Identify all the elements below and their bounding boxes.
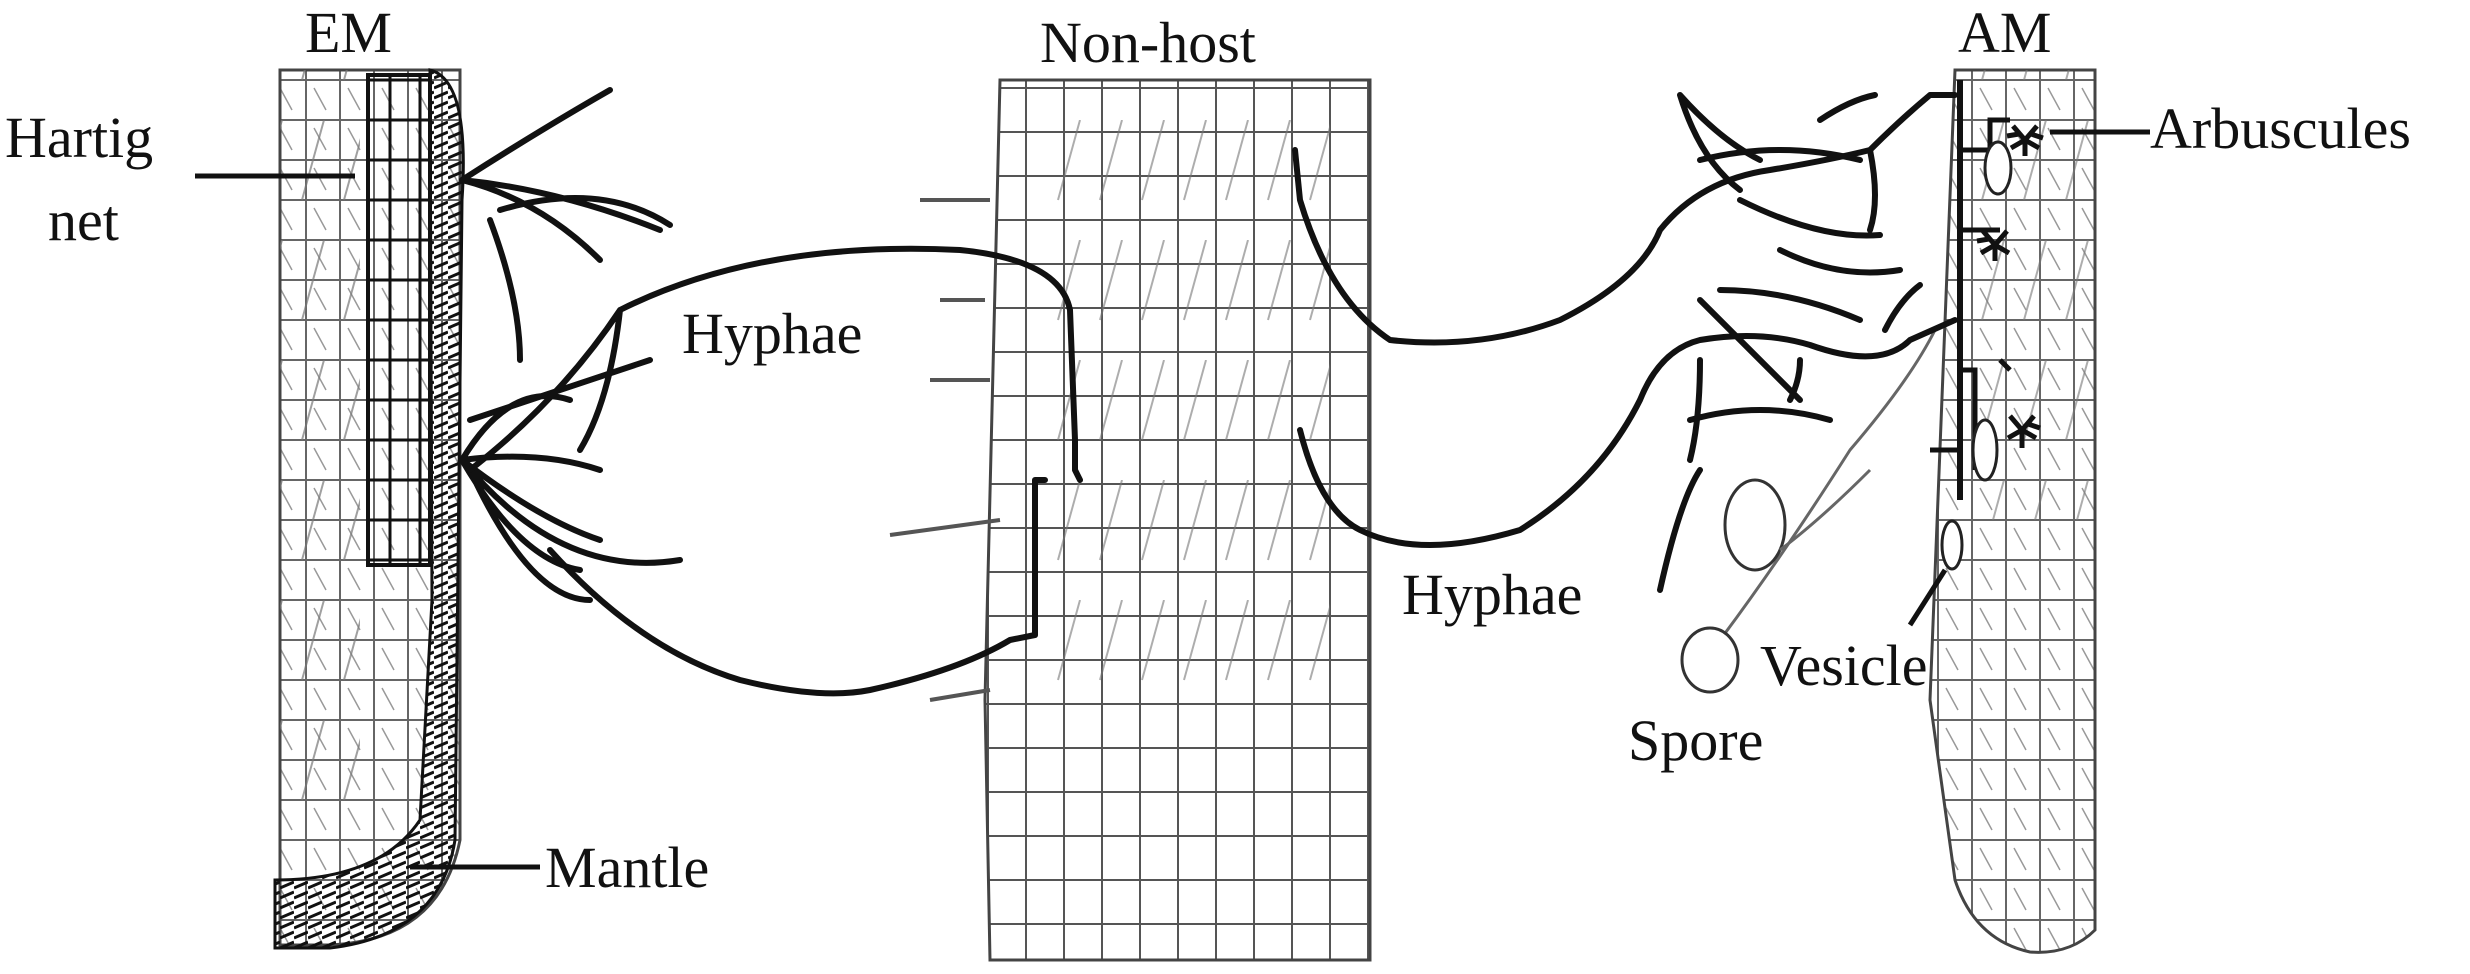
net-label: net xyxy=(48,188,119,253)
em-upper-hyphae xyxy=(459,87,673,363)
non-host-to-am-hypha-lower xyxy=(1297,317,1958,548)
vesicle-label: Vesicle xyxy=(1760,633,1928,698)
vesicle-icon xyxy=(1940,519,1964,571)
spore-label: Spore xyxy=(1628,708,1763,773)
em-root xyxy=(273,68,465,950)
non-host-to-am-hypha-upper xyxy=(1292,92,1958,346)
hyphae-right-label: Hyphae xyxy=(1402,562,1582,627)
am-tangle-hyphae xyxy=(1657,92,1923,593)
non-host-label: Non-host xyxy=(1040,10,1256,75)
hyphae-left-label: Hyphae xyxy=(682,301,862,366)
spore-icon xyxy=(1723,478,1787,572)
hyphae xyxy=(459,87,1958,697)
em-root-streaks xyxy=(280,70,360,840)
mantle-label: Mantle xyxy=(545,835,709,900)
arbuscules-label: Arbuscules xyxy=(2150,96,2411,161)
em-label: EM xyxy=(305,0,392,65)
arbuscule-icon xyxy=(2006,124,2044,156)
vesicle-leader xyxy=(1907,568,1948,627)
non-host-root-streaks xyxy=(1050,80,1330,700)
non-host-root xyxy=(889,78,1372,962)
vesicles xyxy=(1940,140,2013,571)
em-lower-hyphae xyxy=(459,357,683,603)
em-mantle-side xyxy=(273,68,465,950)
vesicle-icon xyxy=(1983,140,2013,196)
arbuscules xyxy=(1976,124,2044,448)
am-label: AM xyxy=(1958,0,2051,65)
spore-icon xyxy=(1680,626,1740,694)
am-internal-hyphae xyxy=(1930,117,2012,470)
vesicle-icon xyxy=(1971,418,1999,482)
spore-stalk xyxy=(1718,329,1937,641)
spore-stalk xyxy=(1779,468,1872,552)
arbuscule-icon xyxy=(2006,414,2041,448)
arbuscule-icon xyxy=(1976,229,2011,261)
am-root xyxy=(1928,68,2097,954)
hartig-net xyxy=(366,73,432,567)
spores xyxy=(1680,329,1937,694)
non-host-root-hairs xyxy=(889,198,1001,702)
em-to-non-host-hypha xyxy=(467,245,1083,697)
hartig-label: Hartig xyxy=(5,105,153,170)
